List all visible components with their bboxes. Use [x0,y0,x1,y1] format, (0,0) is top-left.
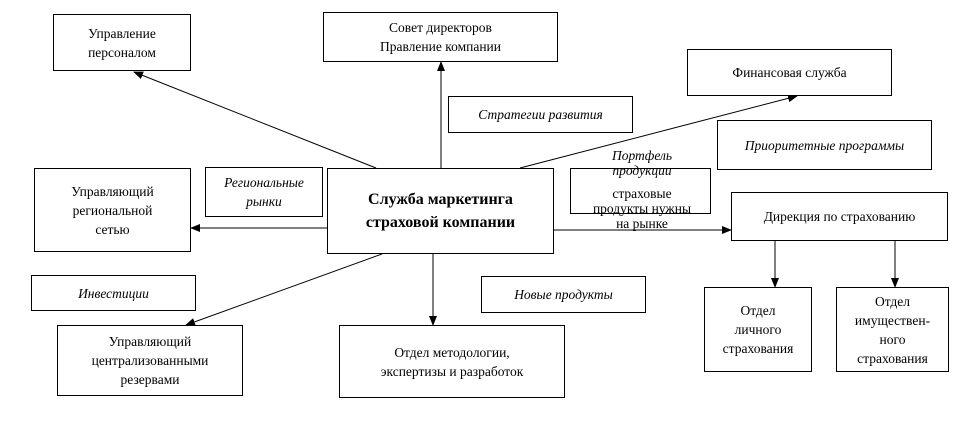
arrow-to-finance [519,94,798,169]
arrow-to-personnel [133,71,377,169]
priority-programs-label: Приоритетные программы [717,120,932,170]
regional-network-manager-box: Управляющий региональной сетью [34,168,191,252]
product-portfolio-label: Портфель продукции [611,148,673,178]
property-insurance-department-box: Отдел имуществен- ного страхования [836,287,949,372]
board-of-directors-box: Совет директоров Правление компании [323,12,558,62]
portfolio-frame [570,168,711,214]
arrow-to-centralized [185,253,383,326]
development-strategies-label: Стратегии развития [448,96,633,133]
insurance-directorate-box: Дирекция по страхованию [731,192,948,241]
personal-insurance-department-box: Отдел личного страхования [704,287,812,372]
new-products-label: Новые продукты [481,276,646,313]
insurance-products-needed-text: страховые продукты нужны на рынке [592,186,692,231]
regional-markets-label: Региональные рынки [205,167,323,217]
personnel-management-box: Управление персоналом [53,14,191,71]
marketing-service-box: Служба маркетинга страховой компании [327,168,554,254]
methodology-department-box: Отдел методологии, экспертизы и разработ… [339,325,565,398]
finance-service-box: Финансовая служба [687,49,892,96]
centralized-reserves-manager-box: Управляющий централизованными резервами [57,325,243,396]
investments-label: Инвестиции [31,275,196,311]
